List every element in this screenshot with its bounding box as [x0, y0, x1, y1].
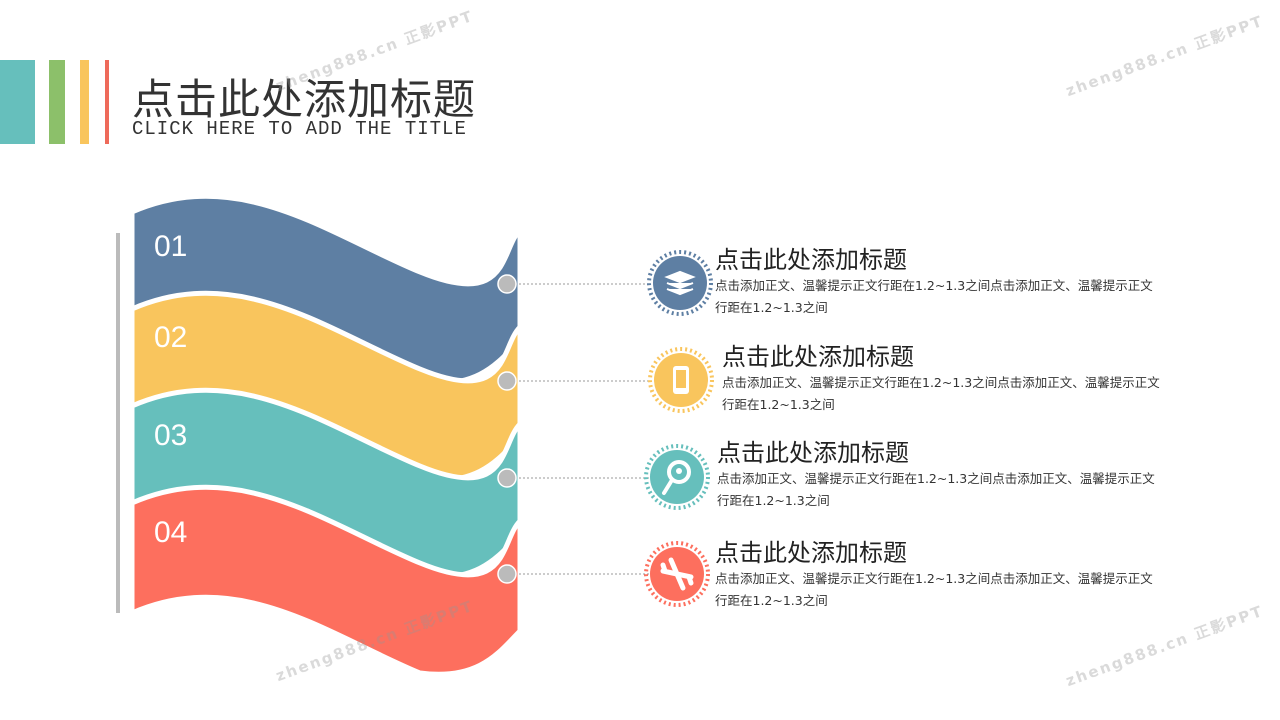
band-number-04: 04	[154, 516, 187, 549]
item-title: 点击此处添加标题	[715, 246, 907, 274]
item-title: 点击此处添加标题	[722, 343, 914, 371]
item-title: 点击此处添加标题	[717, 439, 909, 467]
item-text: 点击添加正文、温馨提示正文行距在1.2~1.3之间点击添加正文、温馨提示正文行距…	[715, 278, 1153, 315]
list-item: 点击此处添加标题点击添加正文、温馨提示正文行距在1.2~1.3之间点击添加正文、…	[715, 245, 1155, 319]
airplane-icon	[644, 541, 710, 607]
layers-icon	[647, 250, 713, 316]
list-item: 点击此处添加标题点击添加正文、温馨提示正文行距在1.2~1.3之间点击添加正文、…	[715, 538, 1155, 612]
connector-dot	[497, 468, 517, 488]
item-text: 点击添加正文、温馨提示正文行距在1.2~1.3之间点击添加正文、温馨提示正文行距…	[715, 571, 1153, 608]
band-number-03: 03	[154, 419, 187, 452]
wave-band-04	[129, 484, 523, 677]
accent-bar-green	[49, 60, 65, 144]
connector-dot	[497, 371, 517, 391]
item-title: 点击此处添加标题	[715, 539, 907, 567]
page-subtitle: CLICK HERE TO ADD THE TITLE	[132, 118, 467, 140]
accent-bar-red	[105, 60, 109, 144]
list-item: 点击此处添加标题点击添加正文、温馨提示正文行距在1.2~1.3之间点击添加正文、…	[717, 438, 1157, 512]
item-text: 点击添加正文、温馨提示正文行距在1.2~1.3之间点击添加正文、温馨提示正文行距…	[722, 375, 1160, 412]
band-number-02: 02	[154, 321, 187, 354]
connector-dot	[497, 274, 517, 294]
accent-bar-teal	[0, 60, 35, 144]
vertical-rule	[116, 233, 120, 613]
list-item: 点击此处添加标题点击添加正文、温馨提示正文行距在1.2~1.3之间点击添加正文、…	[722, 342, 1162, 416]
phone-icon	[648, 347, 714, 413]
page-title: 点击此处添加标题	[132, 75, 477, 124]
band-number-01: 01	[154, 230, 187, 263]
item-text: 点击添加正文、温馨提示正文行距在1.2~1.3之间点击添加正文、温馨提示正文行距…	[717, 471, 1155, 508]
accent-bar-yellow	[80, 60, 89, 144]
search-user-icon	[644, 444, 710, 510]
connector-dot	[497, 564, 517, 584]
